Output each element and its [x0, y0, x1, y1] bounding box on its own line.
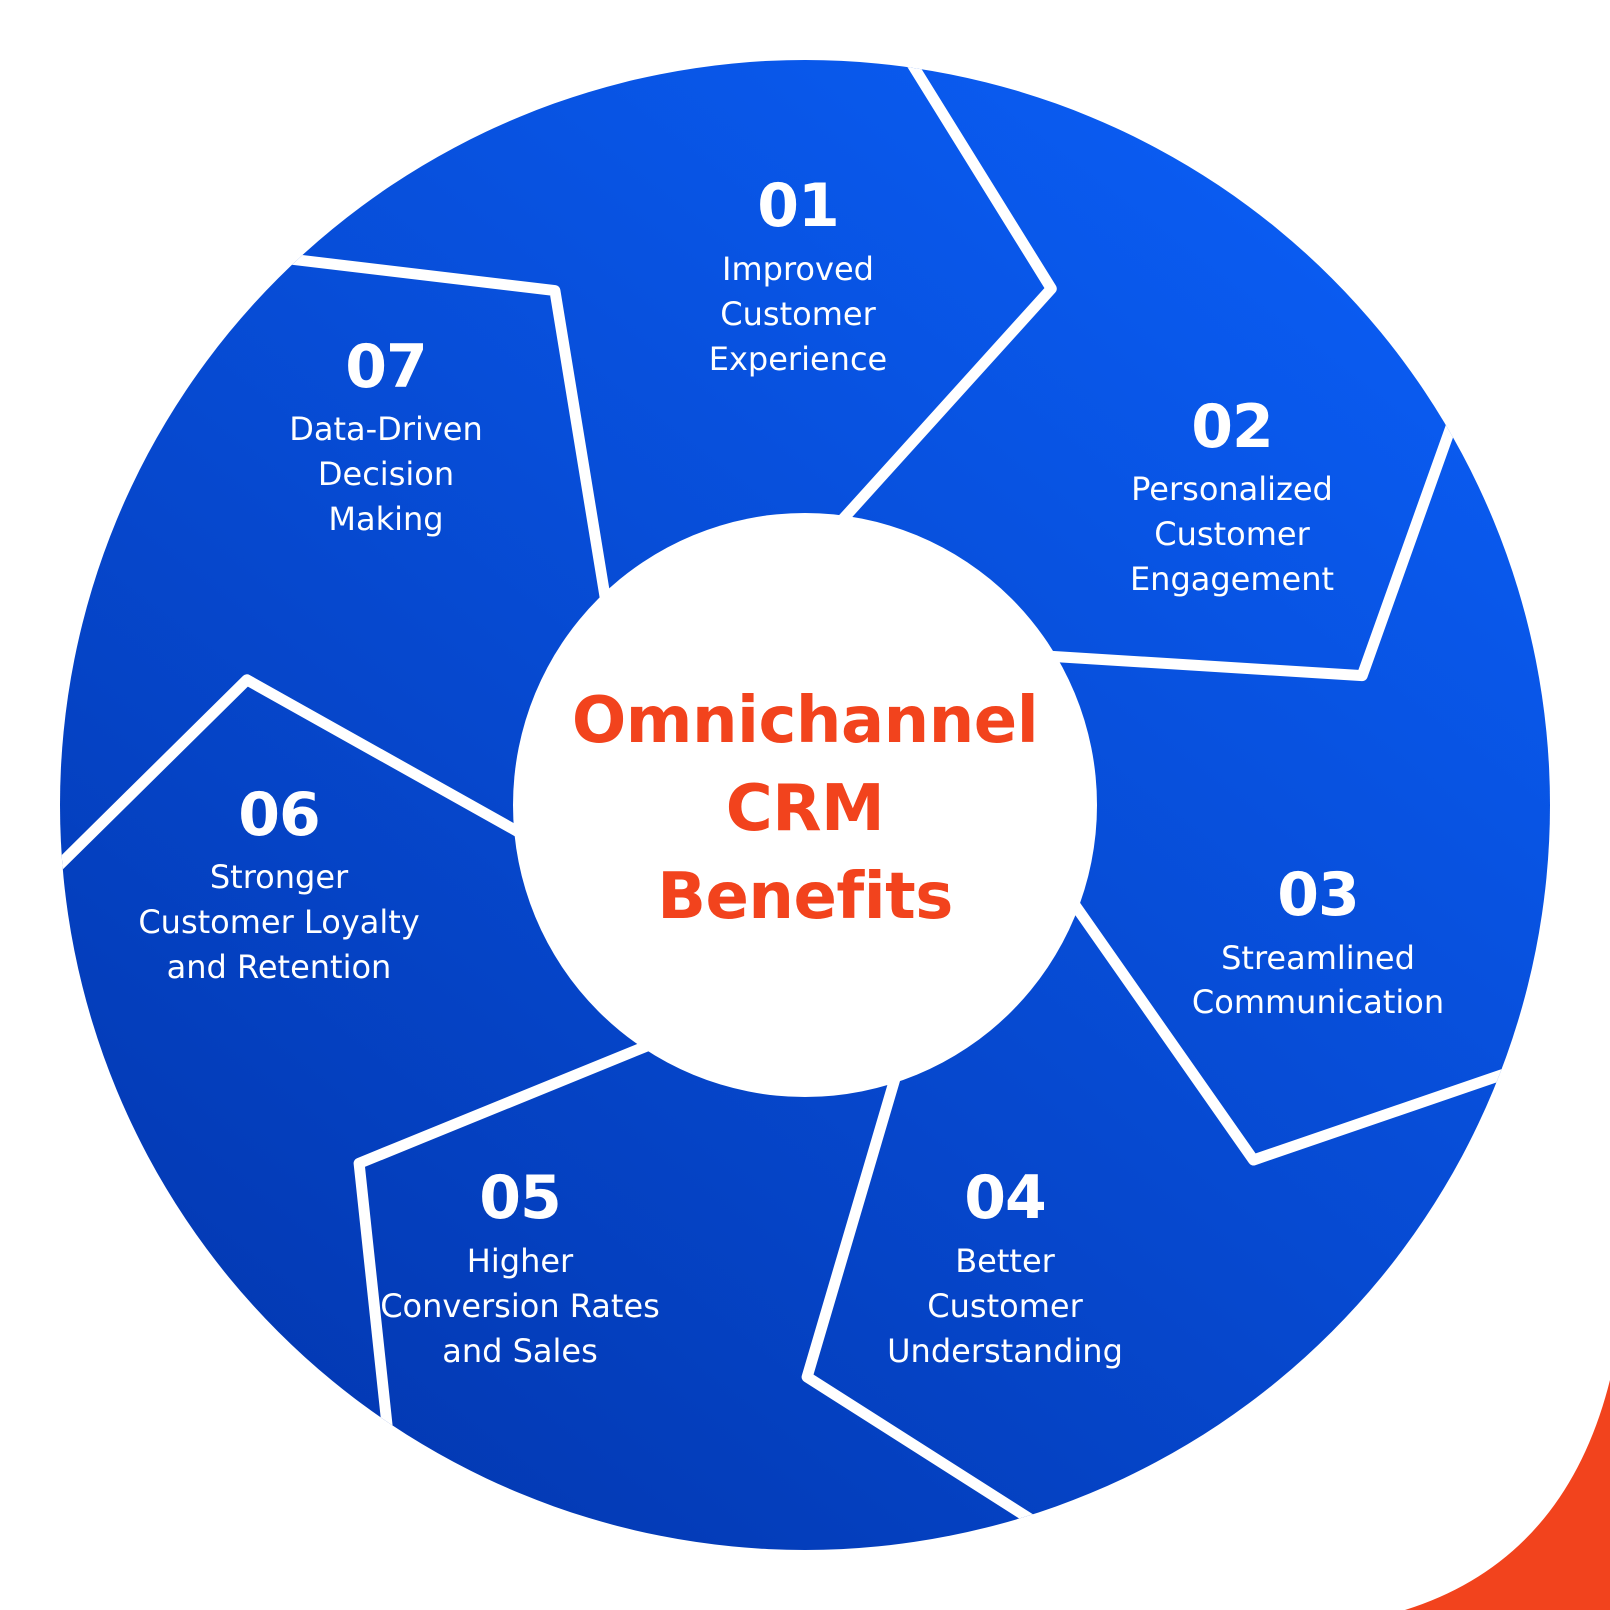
segment-divider-5: [353, 1040, 653, 1447]
segment-07-number: 07: [345, 332, 427, 402]
segment-01-line-1: Improved: [722, 250, 874, 288]
segment-01-line-3: Experience: [709, 340, 887, 378]
segment-divider-3: [1069, 899, 1523, 1166]
segment-02-line-1: Personalized: [1131, 470, 1333, 508]
segment-03-label: 03 Streamlined Communication: [1192, 860, 1444, 1021]
segment-dividers: [60, 60, 1523, 1533]
segment-04-label: 04 Better Customer Understanding: [887, 1163, 1123, 1370]
segment-divider-4: [801, 1073, 1049, 1533]
segment-01-line-2: Customer: [720, 295, 876, 333]
segment-05-label: 05 Higher Conversion Rates and Sales: [380, 1163, 660, 1370]
segment-divider-7: [272, 252, 611, 604]
segment-06-line-1: Stronger: [210, 858, 349, 896]
segment-04-line-2: Customer: [927, 1287, 1083, 1325]
segment-02-number: 02: [1191, 392, 1273, 462]
segment-05-number: 05: [479, 1163, 561, 1233]
segment-07-line-2: Decision: [318, 455, 454, 493]
segment-06-line-2: Customer Loyalty: [138, 903, 419, 941]
segment-02-label: 02 Personalized Customer Engagement: [1130, 392, 1334, 598]
segment-02-line-3: Engagement: [1130, 560, 1334, 598]
center-hub: [513, 513, 1097, 1097]
segment-02-line-2: Customer: [1154, 515, 1310, 553]
segment-05-line-1: Higher: [467, 1242, 574, 1280]
segment-01-number: 01: [757, 171, 839, 241]
segment-06-line-3: and Retention: [167, 948, 392, 986]
segment-05-line-2: Conversion Rates: [380, 1287, 660, 1325]
segment-07-line-1: Data-Driven: [289, 410, 483, 448]
segment-divider-2: [1046, 407, 1462, 682]
segment-05-line-3: and Sales: [442, 1332, 598, 1370]
center-title-line-3: Benefits: [657, 860, 953, 934]
center-title-line-1: Omnichannel: [572, 684, 1038, 758]
center-title: Omnichannel CRM Benefits: [572, 684, 1039, 934]
segment-07-line-3: Making: [328, 500, 443, 538]
corner-accent-shape: [1405, 1380, 1610, 1610]
segment-01-label: 01 Improved Customer Experience: [709, 171, 887, 378]
segment-03-line-2: Communication: [1192, 983, 1444, 1021]
segment-04-line-1: Better: [955, 1242, 1055, 1280]
segment-04-line-3: Understanding: [887, 1332, 1123, 1370]
segment-03-line-1: Streamlined: [1221, 939, 1415, 977]
segment-divider-6: [60, 674, 524, 882]
center-title-line-2: CRM: [726, 772, 884, 846]
segment-04-number: 04: [964, 1163, 1046, 1233]
segment-03-number: 03: [1277, 860, 1359, 930]
segment-07-label: 07 Data-Driven Decision Making: [289, 332, 483, 538]
segment-06-number: 06: [238, 780, 320, 850]
segment-06-label: 06 Stronger Customer Loyalty and Retenti…: [138, 780, 419, 986]
segment-divider-1: [837, 60, 1057, 525]
